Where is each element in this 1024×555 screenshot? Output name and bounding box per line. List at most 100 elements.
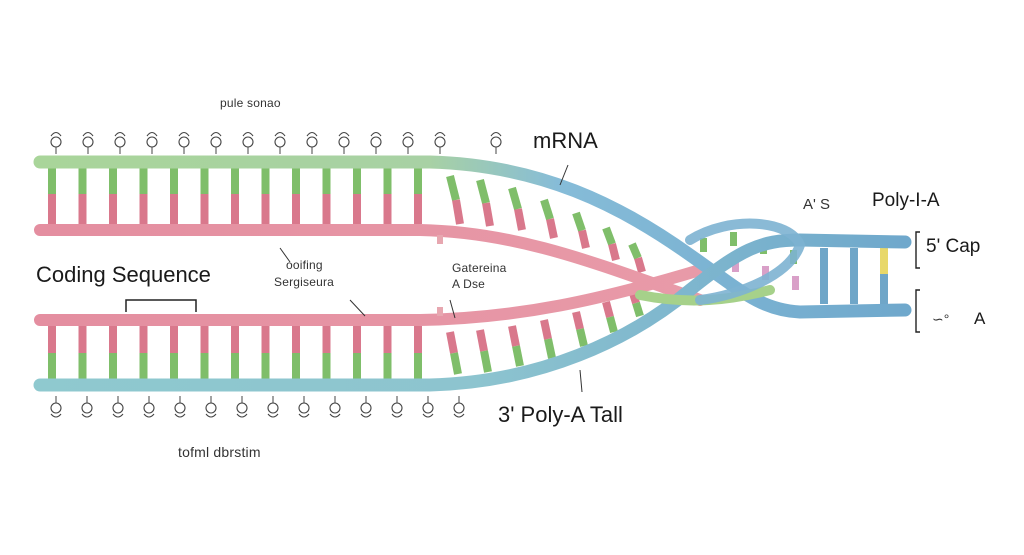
base-pair-green (414, 353, 422, 379)
diverging-rung (446, 175, 464, 225)
twist-rung-pink (792, 276, 799, 290)
diverging-rung-green (606, 315, 618, 334)
lower-pink-strand (34, 264, 706, 326)
base-pair-pink (139, 194, 148, 224)
phosphate-glyph (146, 131, 158, 154)
phosphate-tail (82, 131, 94, 137)
mid-label-line2: Sergiseura (274, 275, 335, 289)
diverging-rung-green (632, 301, 644, 318)
polya-tail-pointer-line (579, 369, 583, 393)
diverging-rung-green (446, 175, 460, 201)
base-pair-pink (231, 194, 239, 224)
diverging-rung-green (576, 328, 588, 347)
phosphate-glyph (210, 131, 222, 154)
right-rung-top (850, 248, 858, 274)
base-pair-pink (231, 326, 239, 353)
base-pair-pink (200, 194, 209, 224)
diverging-rung-pink (540, 319, 552, 340)
diverging-rung-pink (482, 202, 494, 227)
diverging-rung (508, 186, 526, 231)
phosphate-glyph (236, 396, 248, 418)
diverging-rung-green (544, 338, 556, 359)
base-pair-pink (48, 194, 56, 224)
phosphate-ring (174, 402, 186, 414)
phosphate-ring (205, 402, 217, 414)
mrna-pointer-line (559, 164, 569, 186)
phosphate-tail (370, 131, 382, 137)
base-pair-pink (414, 326, 422, 353)
diverging-rung-green (628, 242, 642, 260)
base-pair-pink (322, 194, 331, 224)
coding-sequence-bracket (125, 299, 197, 312)
diverging-rung-pink (514, 208, 526, 231)
phosphate-tail (453, 413, 465, 418)
right-rung-bottom (850, 274, 858, 304)
base-pair-green (322, 353, 331, 379)
base-pair-green (322, 168, 331, 194)
diverging-rung-pink (634, 256, 646, 274)
base-pair-green (353, 168, 361, 194)
phosphate-tail (178, 131, 190, 137)
phosphate-ring (50, 402, 62, 414)
poly-1a-label: Poly-I-A (872, 190, 940, 211)
phosphate-glyph (453, 396, 465, 418)
phosphate-ring (453, 402, 465, 414)
blue-twist-loop (685, 218, 806, 305)
upper-base-pairs (48, 168, 422, 224)
phosphate-glyph (338, 131, 350, 154)
a-bracket (915, 289, 920, 333)
base-pair-green (170, 168, 178, 194)
diverging-rung-green (476, 178, 490, 205)
phosphate-glyph (391, 396, 403, 418)
base-pair-green (139, 168, 148, 194)
phosphate-ring (267, 402, 279, 414)
base-pair-pink (109, 194, 117, 224)
top-backbone-strand (33, 155, 912, 319)
diverging-rung (446, 331, 462, 375)
base-pair-pink (170, 194, 178, 224)
lower-marker (437, 307, 443, 316)
phosphate-ring (338, 136, 350, 148)
diverging-base-pairs (446, 175, 646, 375)
phosphate-tail (114, 131, 126, 137)
diverging-rung (572, 211, 590, 249)
phosphate-glyph (242, 131, 254, 154)
diverging-rung-green (480, 350, 492, 373)
phosphate-tail (267, 413, 279, 418)
phosphate-ring (360, 402, 372, 414)
twist-rung-green (730, 232, 737, 246)
base-pair-pink (292, 194, 300, 224)
base-pair-pink (353, 194, 361, 224)
phosphate-glyph (329, 396, 341, 418)
phosphate-ring (112, 402, 124, 414)
base-pair-green (353, 353, 361, 379)
phosphate-ring (402, 136, 414, 148)
diverging-rung-pink (546, 218, 558, 239)
phosphate-tail (236, 413, 248, 418)
base-pair-pink (261, 326, 270, 353)
phosphate-glyph (205, 396, 217, 418)
phosphate-tail (329, 413, 341, 418)
phosphate-glyph (174, 396, 186, 418)
diverging-rung-pink (446, 331, 458, 354)
phosphate-ring (236, 402, 248, 414)
phosphate-tail (298, 413, 310, 418)
cap-bracket (915, 231, 920, 269)
base-pair-green (292, 353, 300, 379)
base-pair-green (78, 353, 87, 379)
phosphate-ring (422, 402, 434, 414)
base-pair-pink (383, 194, 392, 224)
phosphate-glyph (112, 396, 124, 418)
right-mid-label-line2: A Dse (452, 277, 486, 291)
phosphate-glyph (298, 396, 310, 418)
base-pair-green (383, 168, 392, 194)
phosphate-ring (143, 402, 155, 414)
phosphate-tail (143, 413, 155, 418)
mrna-label: mRNA (533, 128, 598, 153)
five-prime-cap-label: 5' Cap (926, 236, 981, 257)
phosphate-ring (114, 136, 126, 148)
phosphate-glyph (370, 131, 382, 154)
phosphate-glyph (434, 131, 446, 154)
base-pair-pink (78, 194, 87, 224)
diverging-rung (508, 325, 524, 367)
